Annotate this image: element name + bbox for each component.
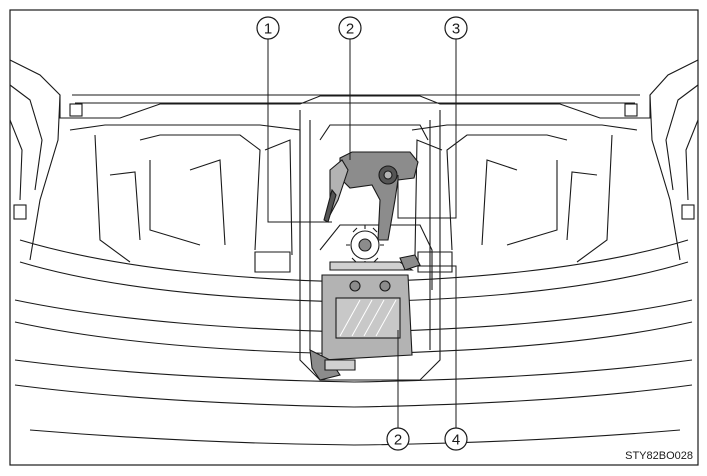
jack-handle-tool	[323, 151, 419, 241]
jack-gear	[329, 225, 414, 271]
leader-3	[397, 39, 457, 219]
leader-1	[267, 39, 332, 223]
callout-2-bottom: 2	[386, 427, 410, 451]
callout-leaders	[267, 39, 457, 428]
callout-1-number: 1	[264, 21, 272, 38]
figure-border	[9, 9, 699, 466]
callout-4: 4	[444, 427, 468, 451]
figure-code: STY82BO028	[625, 450, 693, 462]
leader-4	[418, 265, 457, 428]
callout-2-top: 2	[338, 16, 362, 40]
callout-2-bottom-number: 2	[394, 432, 402, 449]
callout-4-number: 4	[452, 432, 460, 449]
callout-3: 3	[444, 16, 468, 40]
callout-2-top-number: 2	[346, 21, 354, 38]
callout-1: 1	[256, 16, 280, 40]
jack-tray	[309, 254, 421, 381]
callout-3-number: 3	[452, 21, 460, 38]
